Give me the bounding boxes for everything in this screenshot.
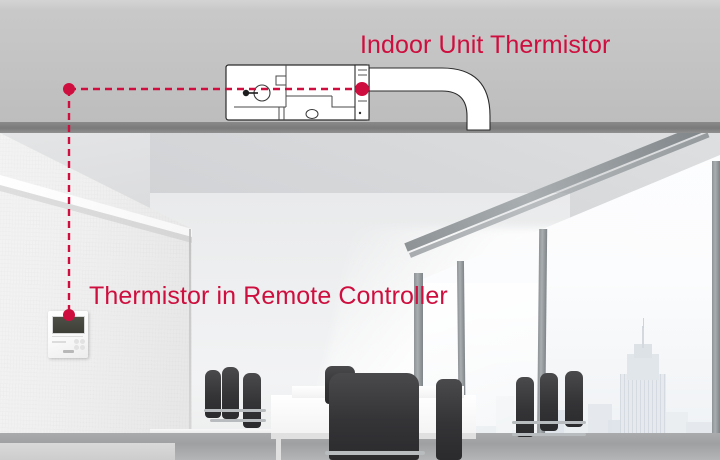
- esb-midsection: [627, 354, 659, 380]
- chair-back: [540, 373, 558, 431]
- chair-frame: [204, 409, 266, 412]
- chair-frame: [210, 419, 266, 422]
- floor-near-left-wall: [0, 443, 175, 460]
- chair-arm: [325, 451, 425, 455]
- chair-back: [329, 373, 419, 460]
- chair: [205, 370, 221, 418]
- indoor-unit-svg: [225, 64, 491, 131]
- mode-button[interactable]: [74, 345, 79, 350]
- chair-frame: [512, 421, 586, 424]
- ceiling-edge: [0, 122, 720, 133]
- chair-frame: [512, 433, 586, 436]
- chair-back: [222, 367, 239, 419]
- chair-back: [243, 373, 261, 428]
- esb-mast: [642, 326, 644, 348]
- esb-crown: [634, 344, 652, 358]
- remote-brand-mark: [63, 350, 74, 353]
- drain-pump: [305, 109, 319, 119]
- indoor-unit-thermistor-label: Indoor Unit Thermistor: [360, 31, 611, 59]
- sensor-port: [358, 111, 362, 115]
- chair-foreground: [436, 379, 462, 460]
- chair-frame: [325, 451, 425, 455]
- room-photo: [0, 133, 720, 460]
- chair-arm: [204, 409, 266, 412]
- chair-arm: [512, 421, 586, 424]
- coil-slot: [354, 64, 370, 121]
- chair-foreground: [329, 373, 419, 460]
- remote-lcd-display: [52, 316, 85, 334]
- chair-arm: [210, 419, 266, 422]
- chair-back: [205, 370, 221, 418]
- on-off-button[interactable]: [80, 345, 85, 350]
- remote-controller-thermistor-label: Thermistor in Remote Controller: [89, 282, 448, 310]
- wall-corner-line: [189, 229, 191, 460]
- window-corner-jamb: [414, 273, 423, 460]
- chair-arm: [512, 433, 586, 436]
- table-leg: [276, 433, 281, 460]
- remote-controller[interactable]: [48, 311, 88, 358]
- chair-back: [436, 379, 462, 460]
- esb-antenna-tip: [642, 318, 644, 328]
- chair: [516, 377, 534, 437]
- chair: [565, 371, 583, 427]
- remote-divider: [52, 336, 83, 337]
- chair: [222, 367, 239, 419]
- down-button[interactable]: [80, 339, 85, 344]
- up-button[interactable]: [74, 339, 79, 344]
- window-mullion-3: [712, 161, 720, 460]
- chair-back: [565, 371, 583, 427]
- duct-elbow: [368, 67, 491, 131]
- chair: [540, 373, 558, 431]
- remote-label-strip: [52, 341, 66, 343]
- chair: [243, 373, 261, 428]
- indoor-unit-diagram: [224, 63, 494, 138]
- chair-back: [516, 377, 534, 437]
